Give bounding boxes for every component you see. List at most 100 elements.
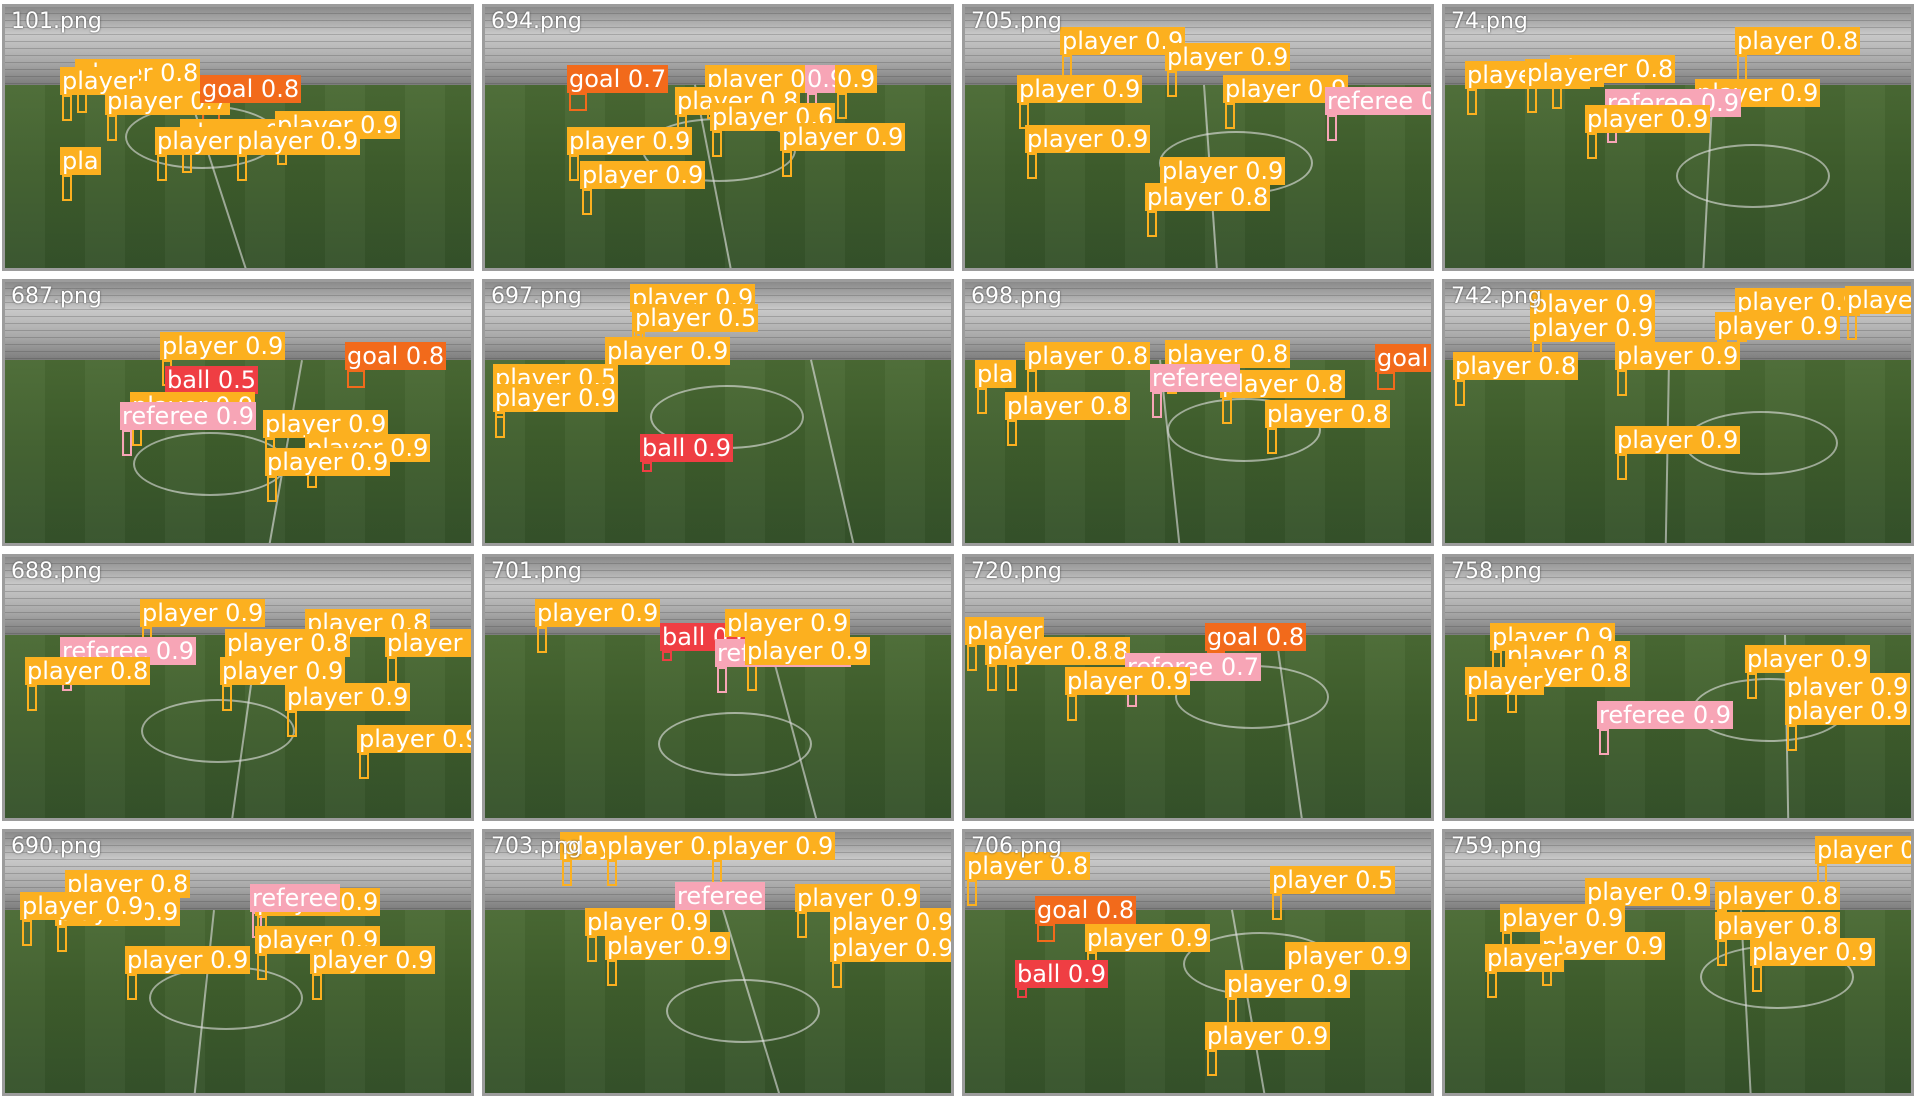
bounding-box-player [22, 920, 32, 946]
detection-label-player: player 0.9 [357, 725, 471, 753]
detection-label-player: player 0.9 [1530, 314, 1656, 342]
image-filename: 705.png [971, 9, 1062, 34]
detection-label-player: player 0.9 [1065, 667, 1191, 695]
detection-label-player: player 0.9 [1500, 904, 1626, 932]
bounding-box-player [495, 412, 505, 438]
bounding-box-player [1147, 211, 1157, 237]
bounding-box-player [1027, 153, 1037, 179]
detection-label-ball: ball 0.9 [640, 434, 734, 462]
image-filename: 74.png [1451, 9, 1528, 34]
bounding-box-player [1467, 695, 1477, 721]
detection-label-goal: goal 0.8 [200, 75, 302, 103]
detection-label-player: player 0.8 [965, 852, 1091, 880]
image-filename: 687.png [11, 284, 102, 309]
bounding-box-player [712, 131, 722, 157]
bounding-box-player [1019, 103, 1029, 129]
image-filename: 101.png [11, 9, 102, 34]
detection-label-player: player 0.9 [1735, 288, 1861, 316]
bounding-box-player [607, 860, 617, 886]
image-filename: 690.png [11, 834, 102, 859]
detection-label-player: player 0.8 [1715, 912, 1841, 940]
bounding-box-player [1272, 894, 1282, 920]
halfway-line [722, 909, 789, 1093]
detection-label-player: player 0.8 [1265, 400, 1391, 428]
bounding-box-player [1007, 665, 1017, 691]
bounding-box-referee [717, 667, 727, 693]
bounding-box-player [1527, 87, 1537, 113]
detection-label-player: player [1485, 944, 1565, 972]
detection-label-player: player 0.9 [605, 932, 731, 960]
detection-label-goal: goal 0.8 [1375, 344, 1431, 372]
detection-label-goal: goal 0.8 [1205, 623, 1307, 651]
detection-label-player: player 0.9 [830, 908, 954, 936]
bounding-box-ball [642, 462, 652, 472]
detection-label-player: player 0.9 [1085, 924, 1211, 952]
bounding-box-player [977, 388, 987, 414]
detection-label-player: player 0.5 [633, 304, 759, 332]
bounding-box-player [1267, 428, 1277, 454]
detection-label-player: player 0.8 [1715, 882, 1841, 910]
detection-label-player: player 0.8 [1220, 370, 1346, 398]
bounding-box-player [537, 627, 547, 653]
centre-circle [133, 432, 287, 497]
bounding-box-referee [1327, 115, 1337, 141]
centre-circle [141, 699, 295, 764]
bounding-box-player [57, 926, 67, 952]
detection-label-player: player 0.9 [493, 384, 619, 412]
detection-label-player: player 0.9 [125, 946, 251, 974]
bounding-box-player [312, 974, 322, 1000]
detection-label-player: player 0.9 [1785, 673, 1911, 701]
bounding-box-player [1007, 420, 1017, 446]
bounding-box-player [1167, 71, 1177, 97]
detection-label-player: player 0.8 [225, 629, 351, 657]
bounding-box-player [967, 880, 977, 906]
detection-label-referee: referee 0.9 [1325, 87, 1431, 115]
centre-circle [658, 712, 812, 777]
detection-label-referee: referee 0.9 [120, 402, 256, 430]
detection-label-player: player 0.9 [710, 832, 836, 860]
bounding-box-player [1587, 133, 1597, 159]
detection-label-player: player 0.9 [585, 908, 711, 936]
bounding-box-player [1227, 998, 1237, 1024]
bounding-box-goal [1377, 372, 1395, 390]
bounding-box-player [359, 753, 369, 779]
bounding-box-player [562, 860, 572, 886]
bounding-box-player [587, 936, 597, 962]
bounding-box-ball [1017, 988, 1027, 998]
detection-label-player: player 0.9 [1745, 645, 1871, 673]
detection-label-player: player 0.9 [830, 934, 954, 962]
bounding-box-player [127, 974, 137, 1000]
detection-label-player: 0.9 [835, 65, 878, 93]
bounding-box-player [1487, 972, 1497, 998]
detection-label-referee: referee [250, 884, 341, 912]
bounding-box-player [267, 476, 277, 502]
bounding-box-player [1847, 314, 1857, 340]
image-filename: 688.png [11, 559, 102, 584]
detection-label-player: player 0.9 [745, 637, 871, 665]
detection-label-player: player 0.8 [1453, 352, 1579, 380]
halfway-line [810, 359, 862, 543]
detection-label-player: player 0.8 [1165, 340, 1291, 368]
detection-label-player: player 0.8 [1025, 342, 1151, 370]
pitch [485, 84, 951, 268]
detection-label-player: player 0.9 [795, 884, 921, 912]
detection-label-player: player 0.8 [385, 629, 471, 657]
detection-label-player: player 0.9 [1165, 43, 1291, 71]
detection-label-player: player 0.9 [1815, 836, 1911, 864]
bounding-box-player [287, 711, 297, 737]
bounding-box-ball [662, 651, 672, 661]
detection-label-player: player 0.9 [140, 599, 266, 627]
bounding-box-player [1752, 966, 1762, 992]
detection-label-player: player 0.9 [1585, 878, 1711, 906]
bounding-box-player [967, 645, 977, 671]
detection-label-player: player 0.9 [265, 448, 391, 476]
image-filename: 697.png [491, 284, 582, 309]
bounding-box-player [1717, 940, 1727, 966]
halfway-line [190, 910, 215, 1093]
